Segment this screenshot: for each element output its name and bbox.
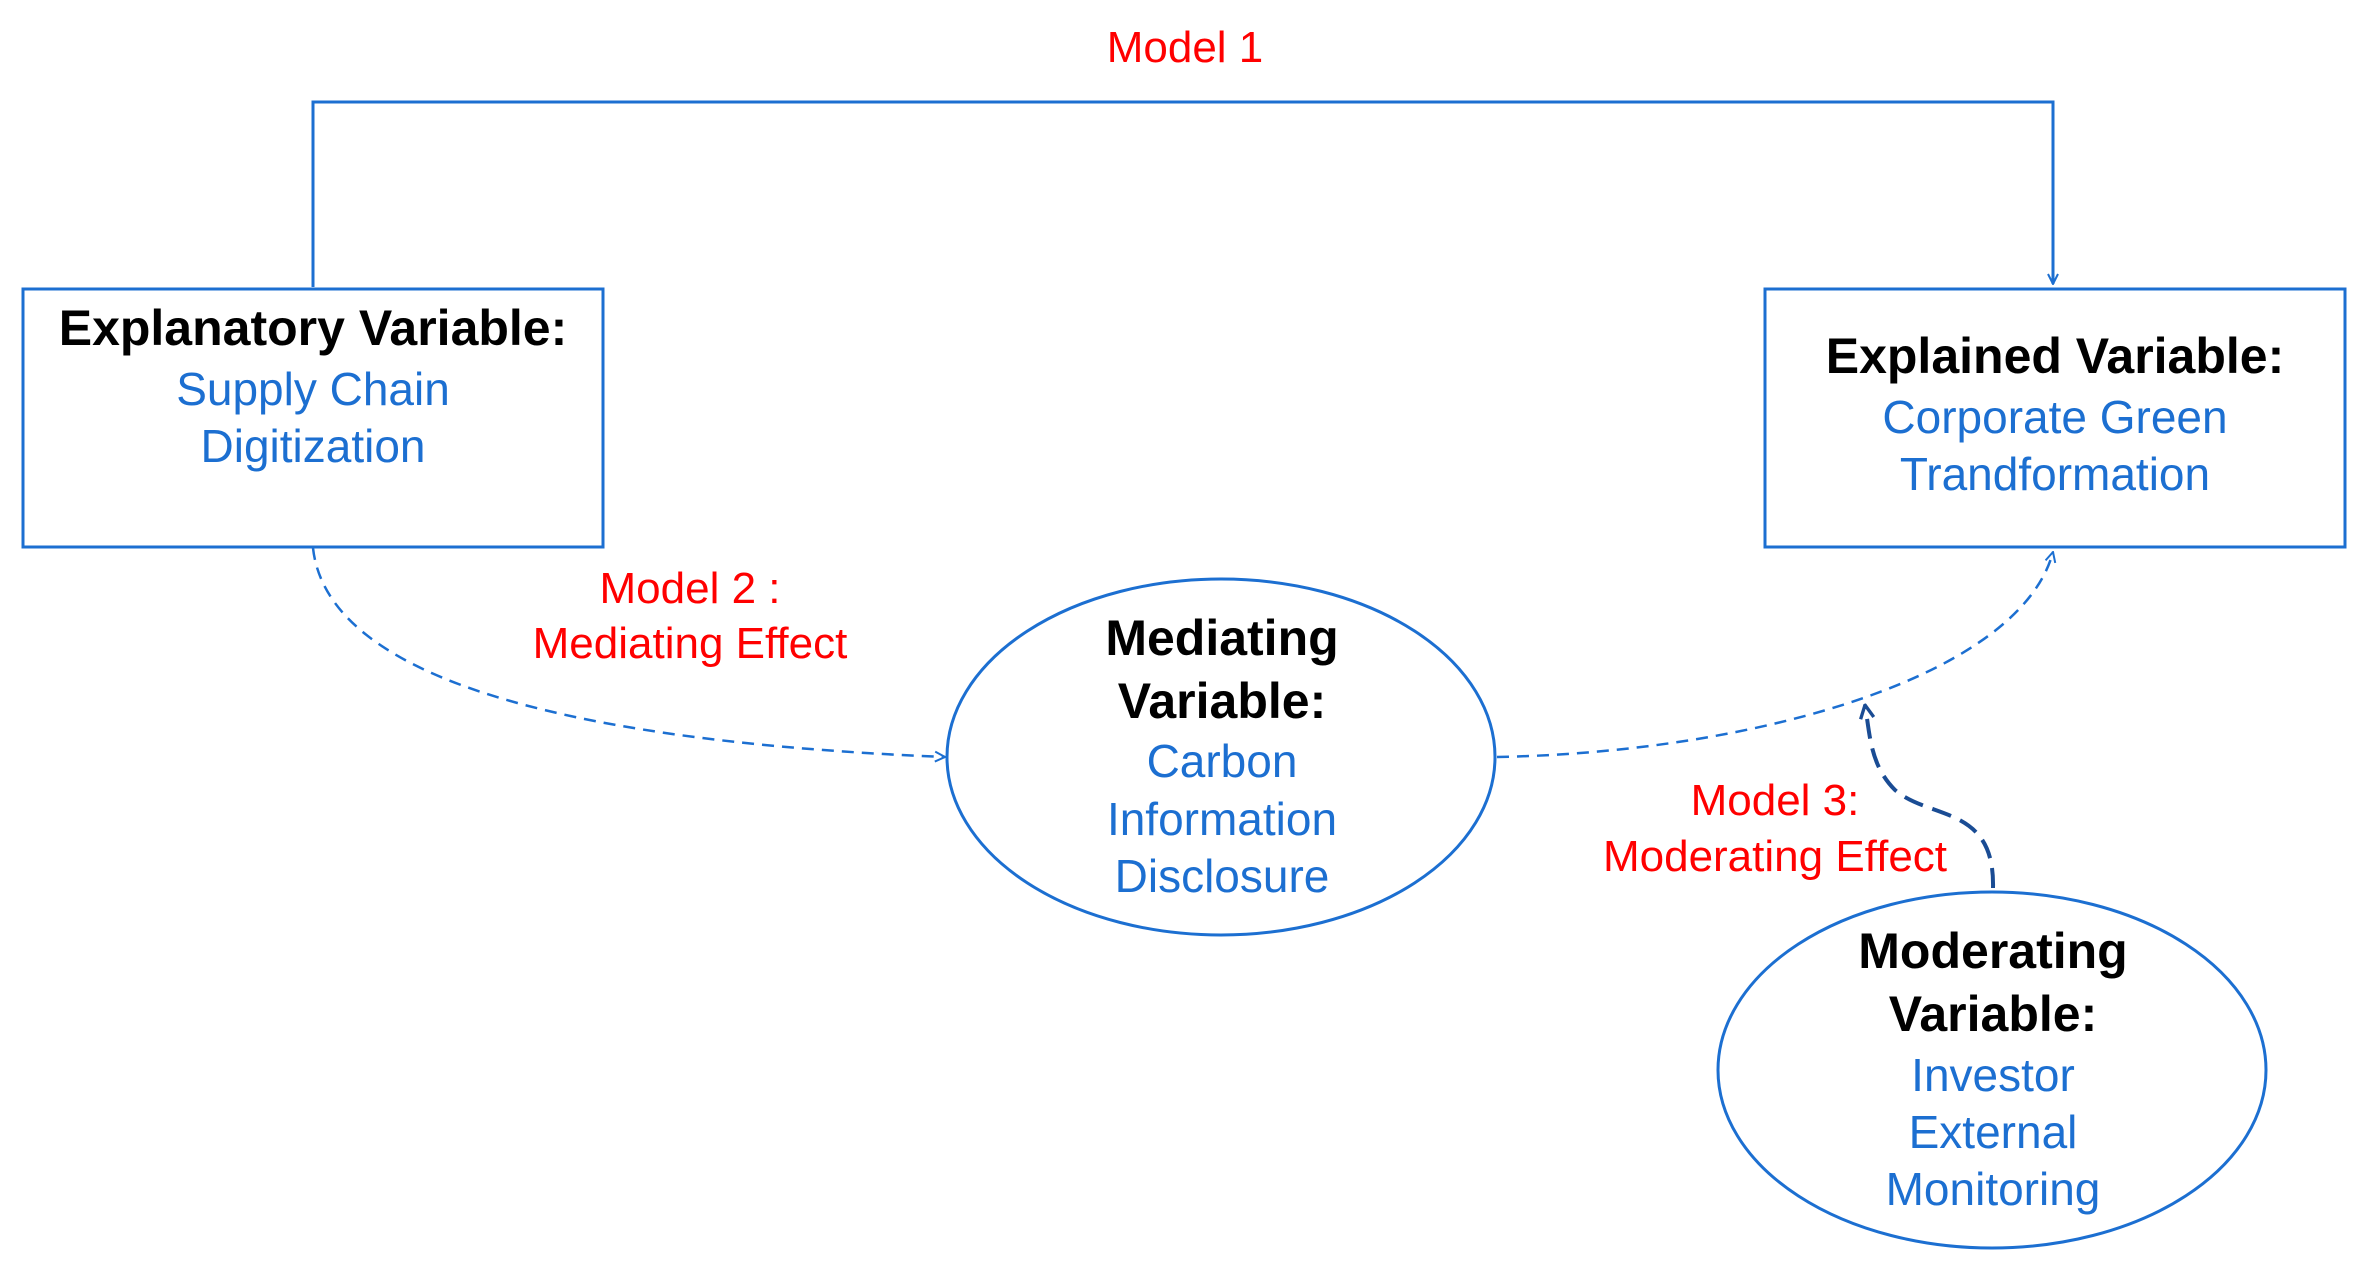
explanatory-term-line-1: Supply Chain <box>176 363 450 415</box>
mediating-variable-ellipse: Mediating Variable: Carbon Information D… <box>945 577 1497 937</box>
moderating-variable-ellipse: Moderating Variable: Investor External M… <box>1716 890 2268 1250</box>
mediation-path-arrow-in <box>311 547 945 757</box>
model3-label-line-1: Model 3: <box>1691 776 1860 825</box>
explanatory-term-line-2: Digitization <box>201 420 426 472</box>
model1-direct-path-arrow <box>311 100 2053 287</box>
explained-variable-box: Explained Variable: Corporate Green Tran… <box>1763 287 2347 549</box>
model1-label: Model 1 <box>1107 23 1264 72</box>
explained-heading: Explained Variable: <box>1826 328 2285 384</box>
model2-label-line-2: Mediating Effect <box>533 619 848 668</box>
explained-term-line-1: Corporate Green <box>1882 391 2227 443</box>
moderating-term-line-2: External <box>1909 1106 2078 1158</box>
moderation-path-arrow <box>1865 705 1996 889</box>
moderating-heading-line-2: Variable: <box>1889 986 2097 1042</box>
mediating-heading-line-2: Variable: <box>1118 673 1326 729</box>
moderating-term-line-3: Monitoring <box>1886 1163 2101 1215</box>
moderating-term-line-1: Investor <box>1911 1049 2075 1101</box>
explanatory-heading: Explanatory Variable: <box>59 300 568 356</box>
mediating-term-line-2: Information <box>1107 793 1337 845</box>
mediating-term-line-1: Carbon <box>1147 735 1298 787</box>
moderating-heading-line-1: Moderating <box>1858 923 2127 979</box>
model2-label-line-1: Model 2 : <box>600 564 781 613</box>
explained-term-line-2: Trandformation <box>1900 448 2210 500</box>
model3-label-line-2: Moderating Effect <box>1603 832 1947 881</box>
explanatory-variable-box: Explanatory Variable: Supply Chain Digit… <box>21 287 605 549</box>
mediating-heading-line-1: Mediating <box>1105 610 1338 666</box>
mediation-path-arrow-out <box>1496 552 2053 759</box>
mediating-term-line-3: Disclosure <box>1115 850 1330 902</box>
